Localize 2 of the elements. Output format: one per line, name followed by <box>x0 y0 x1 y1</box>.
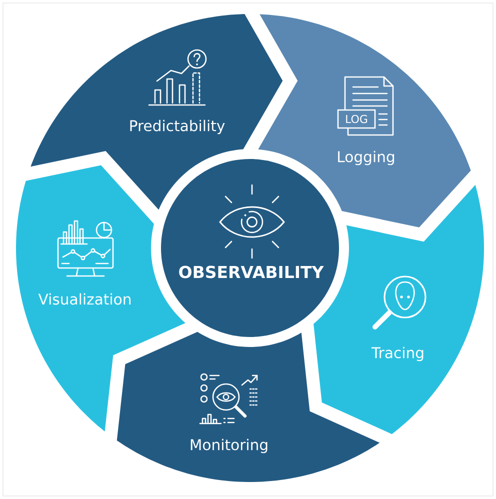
chevron-segment: Predictability <box>30 14 283 210</box>
log-tag: LOG <box>337 109 376 129</box>
